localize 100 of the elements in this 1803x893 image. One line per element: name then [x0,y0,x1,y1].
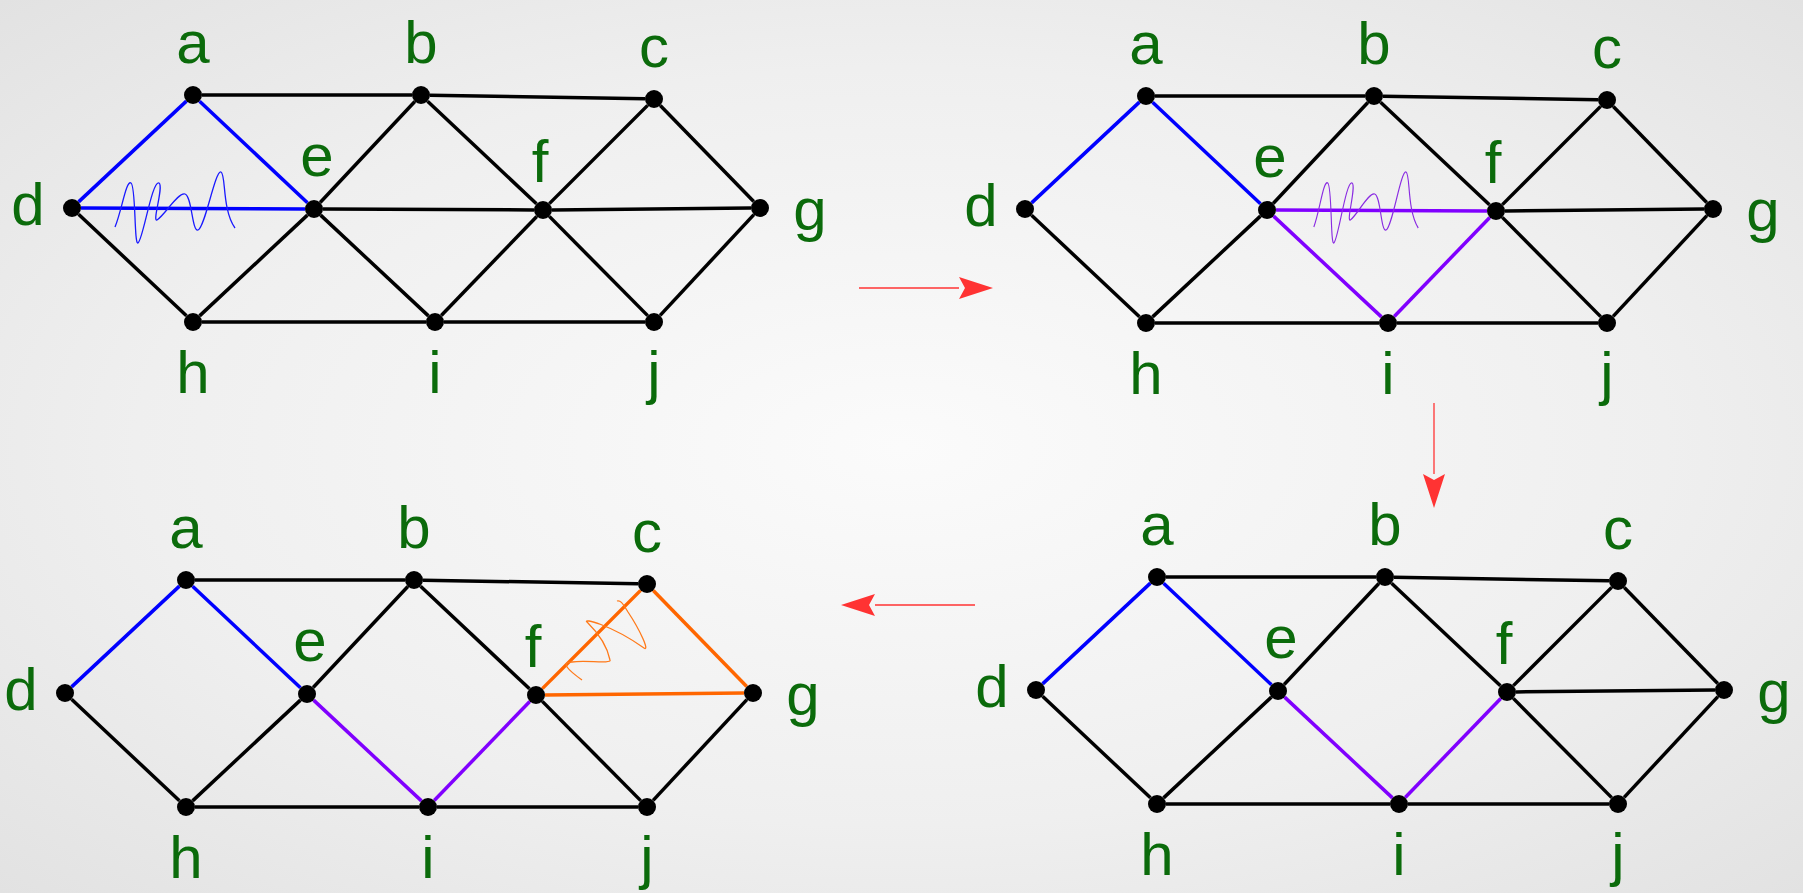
vertex-label: f [531,132,549,192]
graph-edge [1379,100,1491,207]
vertex-label: a [169,498,203,558]
graph-edge [1623,586,1719,685]
vertex-label: j [647,343,661,403]
graph-edge [422,578,639,586]
graph-edge [548,215,649,317]
vertex-label: j [1611,825,1625,885]
vertex-label: e [293,611,327,671]
vertex-label: a [1140,495,1174,555]
graph-edge [552,206,751,212]
graph-edge [426,99,538,206]
graph-edge [70,697,181,803]
vertex-label: c [1603,499,1633,559]
graph-edge [1272,214,1383,319]
vertex-label: i [421,828,435,888]
graph-edge [659,104,755,203]
vertex-label: g [793,180,827,240]
graph-edge [1390,581,1502,688]
graph-edge [191,584,302,690]
graph-edge [1166,802,1390,806]
vertex-label: g [786,665,820,725]
vertex-label: b [1357,14,1391,74]
graph-edge [1162,581,1273,687]
graph-edge [70,584,181,689]
vertex-label: e [1253,127,1287,187]
graph-edge [1155,94,1365,98]
vertex-label: b [1368,495,1402,555]
vertex-label: i [1392,825,1406,885]
vertex-label: c [632,502,662,562]
vertex-label: g [1746,181,1780,241]
vertex-label: h [176,343,210,403]
graph-edge [77,212,188,318]
graph-edge [198,99,309,205]
graph-edge [652,589,748,688]
graph-edge [198,213,309,318]
graph-edge [1030,100,1141,205]
vertex-label: i [1381,344,1395,404]
graph-edge [318,100,417,204]
vertex-label: f [1484,133,1502,193]
graph-edge [1393,216,1491,318]
vertex-label: d [975,657,1009,717]
vertex-label: c [1592,18,1622,78]
graph-edge [433,700,531,802]
graph-edge [440,215,538,317]
graph-edge [1041,694,1152,800]
graph-edge [1622,695,1720,799]
graph-edge [419,584,531,691]
graph-edge [1166,575,1376,579]
graph-edge [77,99,188,204]
vertex-label: b [404,13,438,73]
graph-edge [1505,207,1704,213]
vertex-label: h [1129,344,1163,404]
graph-edge [1393,575,1610,583]
graph-edge [1501,216,1602,318]
graph-edge [1030,213,1141,319]
graph-edge [1271,101,1370,205]
graph-edge [1501,105,1602,206]
graph-edge [541,589,642,690]
graph-edge [1041,581,1152,686]
vertex-label: g [1757,662,1791,722]
vertex-label: i [428,343,442,403]
graph-edge [429,93,646,101]
graph-edge [323,207,534,212]
vertex-label: d [11,175,45,235]
graph-edge [1155,321,1379,325]
graph-edge [658,213,756,317]
graph-edge [1408,802,1609,806]
graph-edge [1612,105,1708,204]
graph-edge [202,93,412,97]
graph-edge [541,700,642,802]
graph-edge [195,805,419,809]
graph-edge [1516,688,1715,694]
graph-edge [651,698,749,802]
graph-edge [1512,586,1613,687]
vertex-label: j [1600,344,1614,404]
graph-edge [1276,208,1487,213]
vertex-label: j [640,828,654,888]
vertex-label: h [169,828,203,888]
graph-edge [1282,582,1381,686]
vertex-label: a [1129,14,1163,74]
graph-edge [437,805,638,809]
graph-edge [191,698,302,803]
graph-edge [1397,321,1598,325]
vertex-label: a [176,13,210,73]
graph-edge [312,698,423,803]
vertex-label: h [1140,825,1174,885]
vertex-label: d [4,660,38,720]
vertex-label: f [1495,614,1513,674]
graph-edge [1283,695,1394,800]
graph-edge [545,691,744,697]
vertex-label: e [300,126,334,186]
vertex-label: b [397,498,431,558]
vertex-label: e [1264,608,1298,668]
graph-edge [1611,214,1709,318]
graph-edge [548,104,649,205]
graph-edge [202,320,426,324]
vertex-label: d [964,176,998,236]
graph-edge [1382,94,1599,102]
graph-edge [1512,697,1613,799]
